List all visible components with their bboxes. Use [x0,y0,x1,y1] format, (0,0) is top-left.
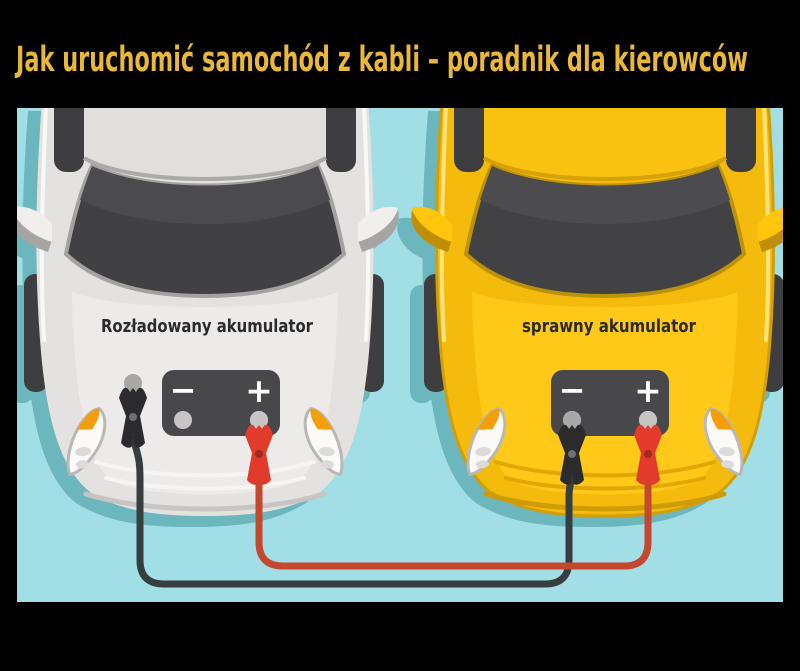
negative-jumper-cable [129,434,576,588]
right-battery-plus-symbol: + [634,371,662,410]
left-car-dead-battery: Rozładowany akumulator − + [17,108,399,527]
right-battery-minus-symbol: − [559,371,586,409]
page-title: Jak uruchomić samochód z kabli – poradni… [15,40,748,80]
positive-jumper-cable [255,468,652,570]
left-car-label: Rozładowany akumulator [101,317,313,337]
left-battery-plus-symbol: + [245,371,273,410]
right-car-label: sprawny akumulator [522,317,696,337]
left-battery-minus-symbol: − [170,371,197,409]
scene: Rozładowany akumulator − + [17,108,783,602]
right-car-good-battery: sprawny akumulator − + [397,108,783,527]
